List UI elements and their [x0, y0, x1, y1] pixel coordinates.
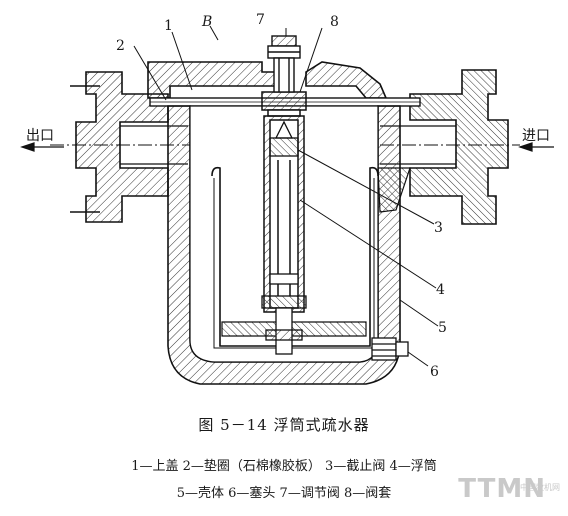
label-B: B [201, 14, 212, 30]
label-num-4: 4 [436, 282, 445, 298]
left-flange-bolts [70, 85, 100, 213]
lower-plug [261, 273, 307, 355]
inlet-arrow [518, 142, 554, 152]
label-outlet: 出口 [26, 128, 54, 144]
right-flange [409, 69, 509, 225]
drain-plug [371, 337, 409, 361]
label-num-6: 6 [430, 364, 439, 380]
label-num-5: 5 [438, 320, 447, 336]
inlet-channel [377, 167, 411, 213]
figure-title: 图 5－14 浮筒式疏水器 [198, 416, 370, 434]
watermark-subtitle: 中国牧机网 [520, 483, 560, 492]
valve-sleeve [261, 91, 307, 117]
regulating-valve [267, 35, 301, 93]
label-num-1: 1 [164, 18, 173, 34]
leader-lines [133, 25, 439, 367]
label-num-7: 7 [256, 12, 265, 28]
float-bucket-bottom [221, 321, 367, 337]
watermark-logo: TTMN [458, 474, 546, 504]
label-inlet: 进口 [522, 128, 550, 144]
label-num-8: 8 [330, 14, 339, 30]
label-num-2: 2 [116, 38, 125, 54]
float-bucket [211, 166, 379, 349]
outlet-arrow [20, 142, 64, 152]
legend-line-1: 1—上盖 2—垫圈（石棉橡胶板） 3—截止阀 4—浮筒 [131, 459, 437, 474]
label-num-3: 3 [434, 220, 443, 236]
legend-line-2: 5—壳体 6—塞头 7—调节阀 8—阀套 [176, 486, 392, 501]
stop-valve [269, 120, 299, 157]
